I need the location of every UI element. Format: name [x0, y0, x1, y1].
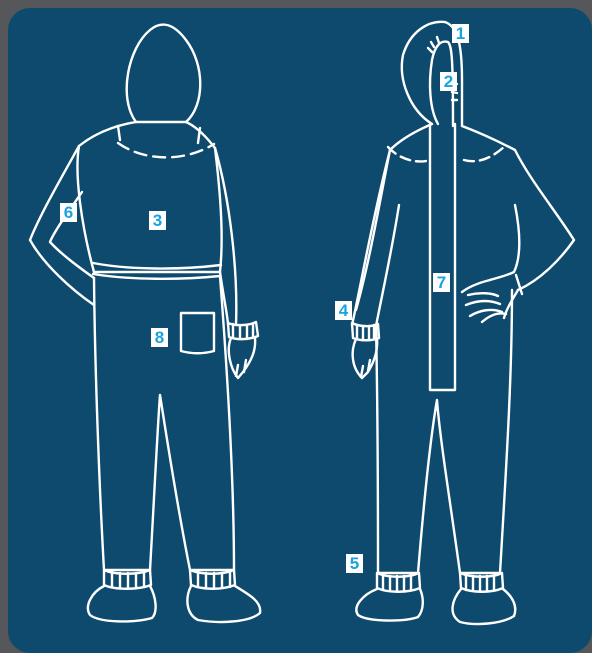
back-ankle-cuff-right — [190, 570, 235, 589]
callout-7-front-zipper: 7 — [433, 273, 450, 292]
callout-3-back: 3 — [149, 211, 166, 230]
back-view-coverall — [30, 25, 260, 622]
front-zipper-flap — [430, 124, 455, 390]
back-collar-seam — [118, 143, 214, 157]
back-boot-right — [187, 586, 260, 622]
back-glove — [229, 338, 255, 378]
front-glove — [353, 339, 378, 378]
front-boot-left — [356, 589, 422, 621]
front-legs — [376, 290, 512, 573]
callout-1-hood: 1 — [452, 24, 469, 43]
callout-4-wrist-elastic: 4 — [335, 301, 352, 320]
front-boot-right — [453, 589, 516, 624]
back-boot-left — [88, 586, 156, 621]
back-rear-pocket — [181, 313, 214, 353]
front-collar-seam — [388, 146, 505, 161]
front-right-arm — [490, 205, 519, 280]
back-torso — [77, 122, 221, 272]
callout-2-hood-elastic: 2 — [440, 72, 457, 91]
back-hood — [127, 25, 201, 122]
front-view-coverall — [352, 22, 574, 624]
callout-8-rear-pocket: 8 — [151, 328, 168, 347]
callout-5-ankle-elastic: 5 — [346, 554, 363, 573]
callout-6-sleeve: 6 — [60, 203, 77, 222]
